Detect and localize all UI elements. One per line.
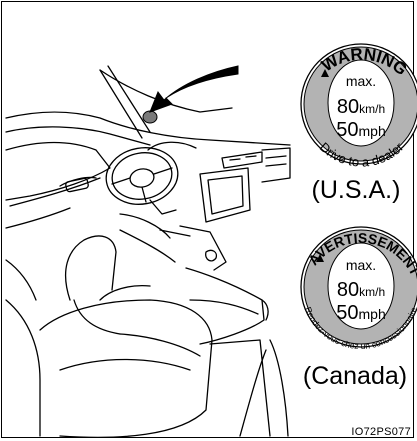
canada-label-mph: 50mph xyxy=(336,302,385,324)
canada-caption: (Canada) xyxy=(294,362,416,391)
usa-label-mph: 50mph xyxy=(336,119,385,141)
usa-label-max: max. xyxy=(346,73,376,89)
figure-code: IO72PS077 xyxy=(351,426,411,438)
label-location-marker xyxy=(143,111,157,123)
canada-label-max: max. xyxy=(346,257,376,273)
usa-warning-label: WARNING max. 80km/h 50mph Drive to a dea… xyxy=(301,44,417,170)
canada-warning-label: AVERTISSEMENT max. 80km/h 50mph Rendez-v… xyxy=(301,227,417,351)
pointer-arrow xyxy=(150,66,238,112)
usa-caption: (U.S.A.) xyxy=(296,176,416,205)
